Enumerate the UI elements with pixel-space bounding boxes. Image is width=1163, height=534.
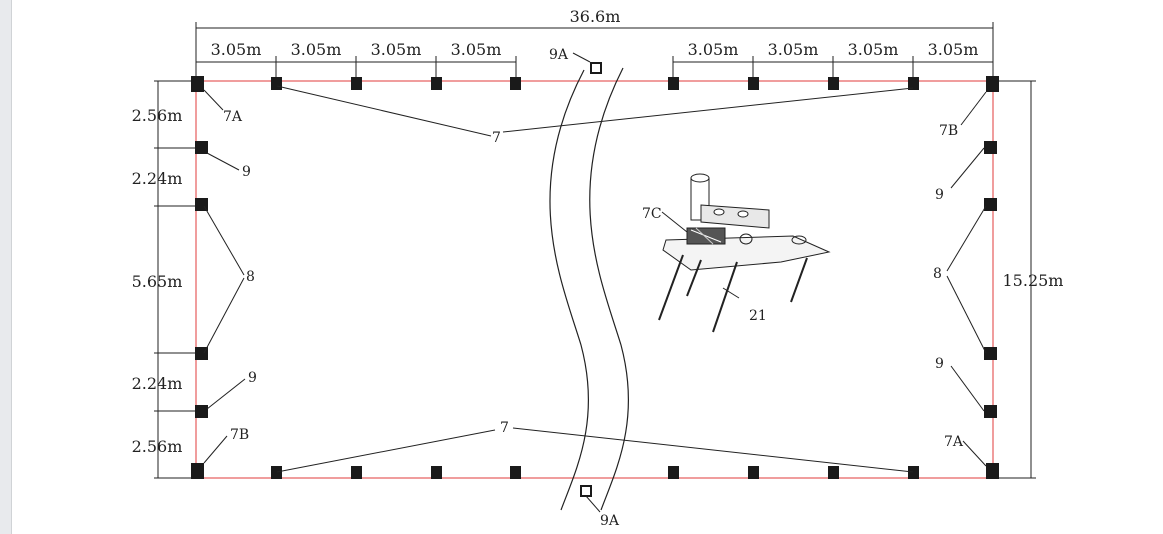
top-right-spacing-3: 3.05m — [848, 40, 899, 59]
label-left-lower-9: 9 — [248, 370, 257, 386]
label-top-anchor-group: 7 — [492, 130, 501, 146]
anchor-icon — [986, 76, 999, 92]
break-line-left — [549, 69, 590, 511]
total-width-label: 36.6m — [570, 7, 621, 26]
top-anchors — [271, 77, 919, 90]
anchor-icon — [510, 466, 521, 479]
anchor-icon — [195, 347, 208, 360]
anchor-icon — [908, 77, 919, 90]
left-segment-2: 2.24m — [132, 169, 183, 188]
left-dimension-chain — [154, 80, 196, 479]
field-boundary — [195, 80, 994, 479]
label-top-center: 9A — [549, 47, 569, 63]
anchor-icon — [984, 405, 997, 418]
label-bottom-center: 9A — [600, 513, 620, 529]
label-left-8: 8 — [246, 269, 255, 285]
anchor-icon — [351, 466, 362, 479]
top-spacing-lines — [195, 56, 994, 81]
label-detail-21: 21 — [749, 308, 767, 324]
label-corner-tr: 7B — [939, 123, 958, 139]
anchor-icon — [510, 77, 521, 90]
label-right-8: 8 — [933, 266, 942, 282]
top-left-spacing-1: 3.05m — [211, 40, 262, 59]
anchor-icon — [908, 466, 919, 479]
left-segment-1: 2.56m — [132, 106, 183, 125]
top-left-spacing-4: 3.05m — [451, 40, 502, 59]
top-left-spacing-2: 3.05m — [291, 40, 342, 59]
total-height-label: 15.25m — [1003, 271, 1064, 290]
anchor-icon — [668, 77, 679, 90]
anchor-icon — [828, 466, 839, 479]
ratchet-mechanism — [686, 227, 726, 245]
anchor-icon — [984, 198, 997, 211]
field-layout-diagram: 36.6m 3.05m 3.05m 3.05m 3.05m 3.05m 3.05… — [132, 7, 1064, 529]
drawing-sheet: 36.6m 3.05m 3.05m 3.05m 3.05m 3.05m 3.05… — [11, 0, 1163, 534]
anchor-icon — [191, 463, 204, 479]
anchor-icon — [986, 463, 999, 479]
left-segment-4: 2.24m — [132, 374, 183, 393]
label-corner-tl: 7A — [223, 109, 243, 125]
top-right-spacing-1: 3.05m — [688, 40, 739, 59]
anchor-icon — [351, 77, 362, 90]
anchor-icon — [748, 466, 759, 479]
label-corner-br: 7A — [944, 434, 964, 450]
leader-lines — [203, 52, 987, 513]
label-bottom-anchor-group: 7 — [500, 420, 509, 436]
corner-anchors — [191, 76, 999, 479]
right-height-dimension — [993, 80, 1036, 479]
anchor-icon — [984, 347, 997, 360]
ground-spikes — [658, 254, 808, 333]
top-right-spacing-2: 3.05m — [768, 40, 819, 59]
anchor-icon — [271, 77, 282, 90]
break-line-right — [589, 67, 630, 511]
label-right-upper-9: 9 — [935, 187, 944, 203]
crossbar — [700, 204, 770, 229]
top-left-spacing-3: 3.05m — [371, 40, 422, 59]
anchor-icon — [668, 466, 679, 479]
anchor-assembly-illustration — [658, 173, 831, 333]
label-left-upper-9: 9 — [242, 164, 251, 180]
anchor-icon — [195, 405, 208, 418]
bottom-anchors — [271, 466, 919, 479]
left-segment-3: 5.65m — [132, 272, 183, 291]
label-right-lower-9: 9 — [935, 356, 944, 372]
anchor-9a-top-icon — [590, 62, 602, 74]
anchor-9a-bottom-icon — [580, 485, 592, 497]
anchor-icon — [191, 76, 204, 92]
anchor-icon — [431, 466, 442, 479]
anchor-icon — [748, 77, 759, 90]
left-segment-5: 2.56m — [132, 437, 183, 456]
label-corner-bl: 7B — [230, 427, 249, 443]
anchor-icon — [984, 141, 997, 154]
anchor-icon — [195, 141, 208, 154]
anchor-icon — [431, 77, 442, 90]
side-anchors — [195, 141, 997, 418]
label-detail-7c: 7C — [642, 206, 662, 222]
anchor-icon — [271, 466, 282, 479]
anchor-icon — [828, 77, 839, 90]
top-right-spacing-4: 3.05m — [928, 40, 979, 59]
